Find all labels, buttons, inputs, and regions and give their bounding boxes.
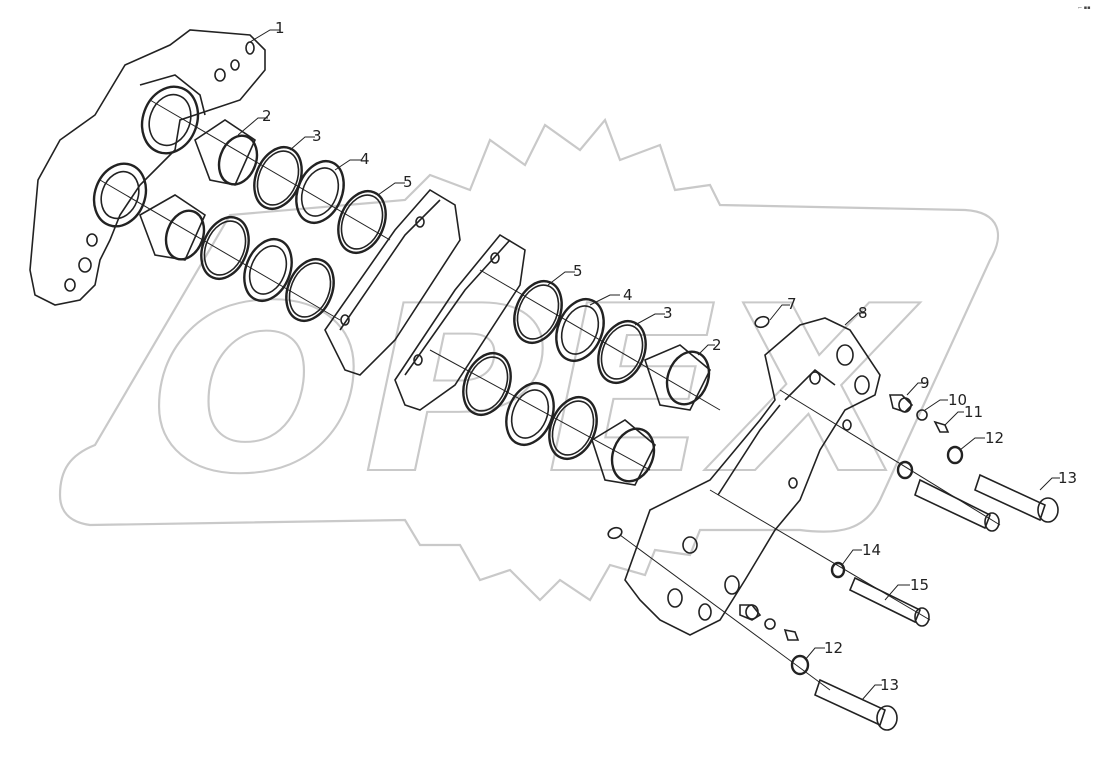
- caliper-housing-right: [624, 317, 881, 636]
- washers: [790, 445, 964, 676]
- o-ring-7: [754, 315, 770, 329]
- callout-labels: 1 2 3 4 5 5 4 3 2 7 8 9 10 11 12 13 14 1…: [262, 19, 1077, 694]
- o-ring-lower: [607, 526, 623, 540]
- callout-12-lower: 12: [824, 639, 843, 657]
- corner-mark: ⌐ ▪▪: [1078, 5, 1091, 11]
- callout-4-left: 4: [360, 150, 370, 168]
- pistons-right: [591, 344, 711, 486]
- callout-4-right: 4: [623, 286, 633, 304]
- bolts: [814, 473, 1059, 731]
- watermark-text: OPEX: [150, 258, 921, 525]
- callout-2-right: 2: [712, 336, 722, 354]
- callout-13-lower: 13: [880, 676, 899, 694]
- watermark-gear: [58, 117, 999, 602]
- leader-lines: [99, 29, 1060, 701]
- callout-5-left: 5: [403, 173, 413, 191]
- callout-12-upper: 12: [985, 429, 1004, 447]
- callout-1: 1: [275, 19, 285, 37]
- callout-7: 7: [787, 295, 797, 313]
- callout-5-right: 5: [573, 262, 583, 280]
- pistons-left: [139, 119, 259, 261]
- callout-3-left: 3: [312, 127, 322, 145]
- callout-10: 10: [948, 391, 967, 409]
- callout-2-left: 2: [262, 107, 272, 125]
- callout-3-right: 3: [663, 304, 673, 322]
- callout-13-upper: 13: [1058, 469, 1077, 487]
- callout-11: 11: [964, 403, 983, 421]
- caliper-housing-left: [29, 29, 266, 306]
- brake-pads: [324, 188, 526, 411]
- callout-15: 15: [910, 576, 929, 594]
- callout-14: 14: [862, 541, 881, 559]
- bleeder-fittings: [739, 394, 950, 641]
- callout-8: 8: [858, 304, 868, 322]
- callout-9: 9: [920, 374, 930, 392]
- watermark: OPEX: [58, 117, 999, 602]
